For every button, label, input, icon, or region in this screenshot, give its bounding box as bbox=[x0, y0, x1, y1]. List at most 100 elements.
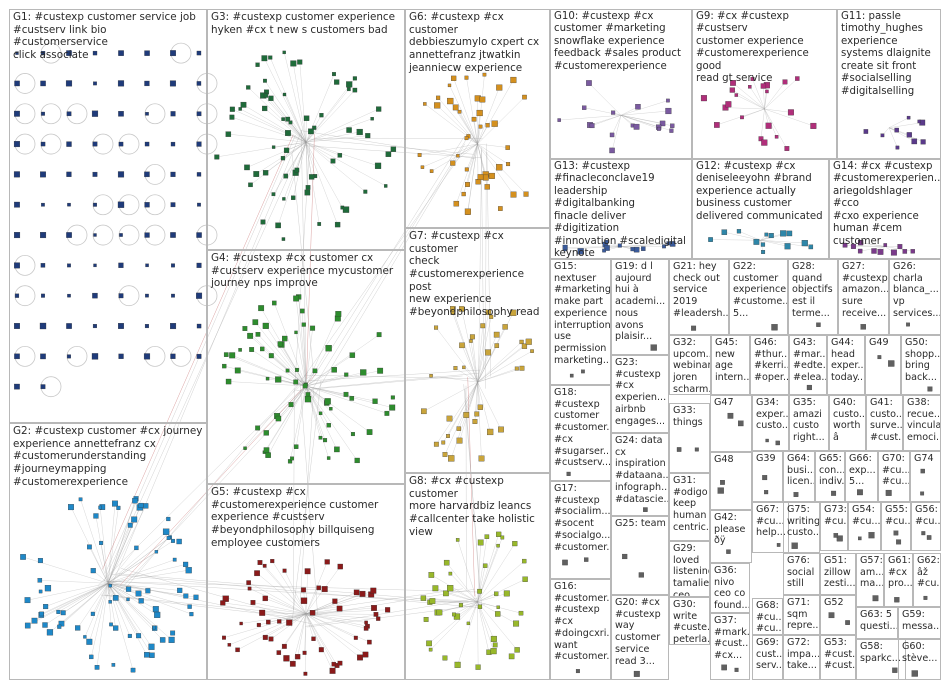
node bbox=[66, 50, 72, 56]
node bbox=[295, 654, 301, 660]
node bbox=[318, 435, 323, 440]
node bbox=[833, 533, 839, 538]
node bbox=[136, 633, 142, 639]
node bbox=[183, 593, 189, 599]
node bbox=[145, 263, 149, 268]
edge bbox=[477, 325, 483, 383]
edge bbox=[93, 570, 109, 584]
group-label-g26: G26: charla blanca_... vp services... bbox=[893, 261, 941, 319]
node bbox=[246, 580, 251, 585]
node bbox=[447, 585, 454, 592]
node bbox=[577, 248, 584, 255]
edge bbox=[466, 143, 478, 170]
group-box-g5: G5: #custexp #cx #customerexperience cus… bbox=[207, 484, 405, 680]
node bbox=[753, 238, 760, 245]
node bbox=[40, 141, 46, 147]
node bbox=[428, 572, 435, 578]
edge bbox=[449, 85, 478, 144]
edge bbox=[264, 58, 307, 143]
node bbox=[138, 598, 144, 604]
node bbox=[24, 622, 31, 629]
node bbox=[459, 306, 465, 312]
group-box-g64: G64: busi... licen... bbox=[783, 451, 815, 502]
node bbox=[370, 587, 377, 594]
edge bbox=[96, 583, 109, 668]
edge bbox=[620, 110, 669, 116]
node bbox=[336, 605, 343, 612]
edge bbox=[620, 115, 633, 126]
edge bbox=[444, 382, 478, 455]
edge bbox=[435, 327, 478, 383]
node bbox=[714, 122, 720, 128]
node bbox=[166, 516, 171, 522]
edge bbox=[77, 583, 109, 629]
edge bbox=[257, 385, 307, 429]
node bbox=[426, 640, 432, 647]
node bbox=[765, 89, 769, 94]
edge bbox=[231, 116, 307, 143]
group-box-g73: G73: #cu... bbox=[820, 502, 848, 551]
group-box-g2: G2: #custexp customer #cx journey experi… bbox=[9, 423, 207, 680]
node bbox=[311, 636, 316, 641]
group-label-g17: G17: #custexp #socialim... #socent #soci… bbox=[554, 483, 611, 553]
edge bbox=[760, 240, 788, 247]
node bbox=[14, 353, 20, 360]
edge bbox=[107, 507, 119, 584]
node bbox=[145, 588, 151, 594]
group-box-g30: G30: write #custe... peterla... lawyer..… bbox=[669, 597, 710, 645]
node bbox=[154, 550, 159, 554]
inter-group-edge bbox=[307, 137, 468, 397]
node bbox=[118, 353, 124, 359]
edge bbox=[305, 385, 387, 414]
node bbox=[148, 643, 155, 650]
node bbox=[602, 248, 606, 253]
group-label-g52: G52 bbox=[824, 597, 844, 608]
edge bbox=[276, 385, 307, 417]
group-label-g47: G47 bbox=[714, 397, 734, 408]
group-label-g16: G16: #customer... #custexp #cx #doingcxr… bbox=[554, 581, 611, 663]
edge bbox=[419, 143, 478, 156]
node bbox=[94, 665, 100, 670]
node bbox=[436, 95, 441, 100]
node bbox=[326, 423, 331, 428]
node bbox=[257, 560, 263, 565]
group-box-g68: G68: #cu... #cu... bbox=[752, 598, 783, 635]
edge bbox=[305, 613, 333, 671]
node bbox=[20, 554, 26, 560]
node bbox=[46, 629, 54, 636]
edge bbox=[431, 375, 478, 383]
node bbox=[112, 595, 119, 601]
node bbox=[441, 440, 446, 445]
self-loop bbox=[92, 194, 114, 216]
group-label-g45: G45: new age intern... bbox=[715, 337, 750, 384]
node bbox=[238, 348, 242, 352]
node bbox=[176, 538, 182, 545]
group-box-g67: G67: #cu... help... bbox=[752, 502, 789, 553]
node bbox=[717, 487, 724, 494]
edge bbox=[764, 108, 788, 149]
inter-group-edge bbox=[299, 388, 314, 601]
group-label-g75: G75: writing custo... bbox=[787, 504, 820, 539]
node bbox=[91, 110, 99, 117]
inter-group-edge bbox=[307, 588, 463, 612]
node bbox=[371, 605, 377, 611]
node bbox=[764, 232, 769, 237]
node bbox=[872, 595, 879, 602]
node bbox=[37, 578, 43, 583]
node bbox=[66, 111, 72, 117]
edge bbox=[272, 560, 307, 614]
node bbox=[522, 558, 527, 564]
edge bbox=[888, 122, 923, 128]
edge bbox=[305, 354, 353, 387]
node bbox=[498, 206, 503, 211]
node bbox=[806, 384, 812, 391]
node bbox=[750, 77, 755, 81]
node bbox=[196, 232, 202, 238]
node bbox=[911, 670, 918, 677]
edge bbox=[305, 613, 338, 666]
node bbox=[285, 116, 291, 122]
edge bbox=[305, 613, 334, 665]
node bbox=[152, 625, 156, 630]
edge bbox=[459, 382, 478, 441]
node bbox=[145, 112, 149, 116]
